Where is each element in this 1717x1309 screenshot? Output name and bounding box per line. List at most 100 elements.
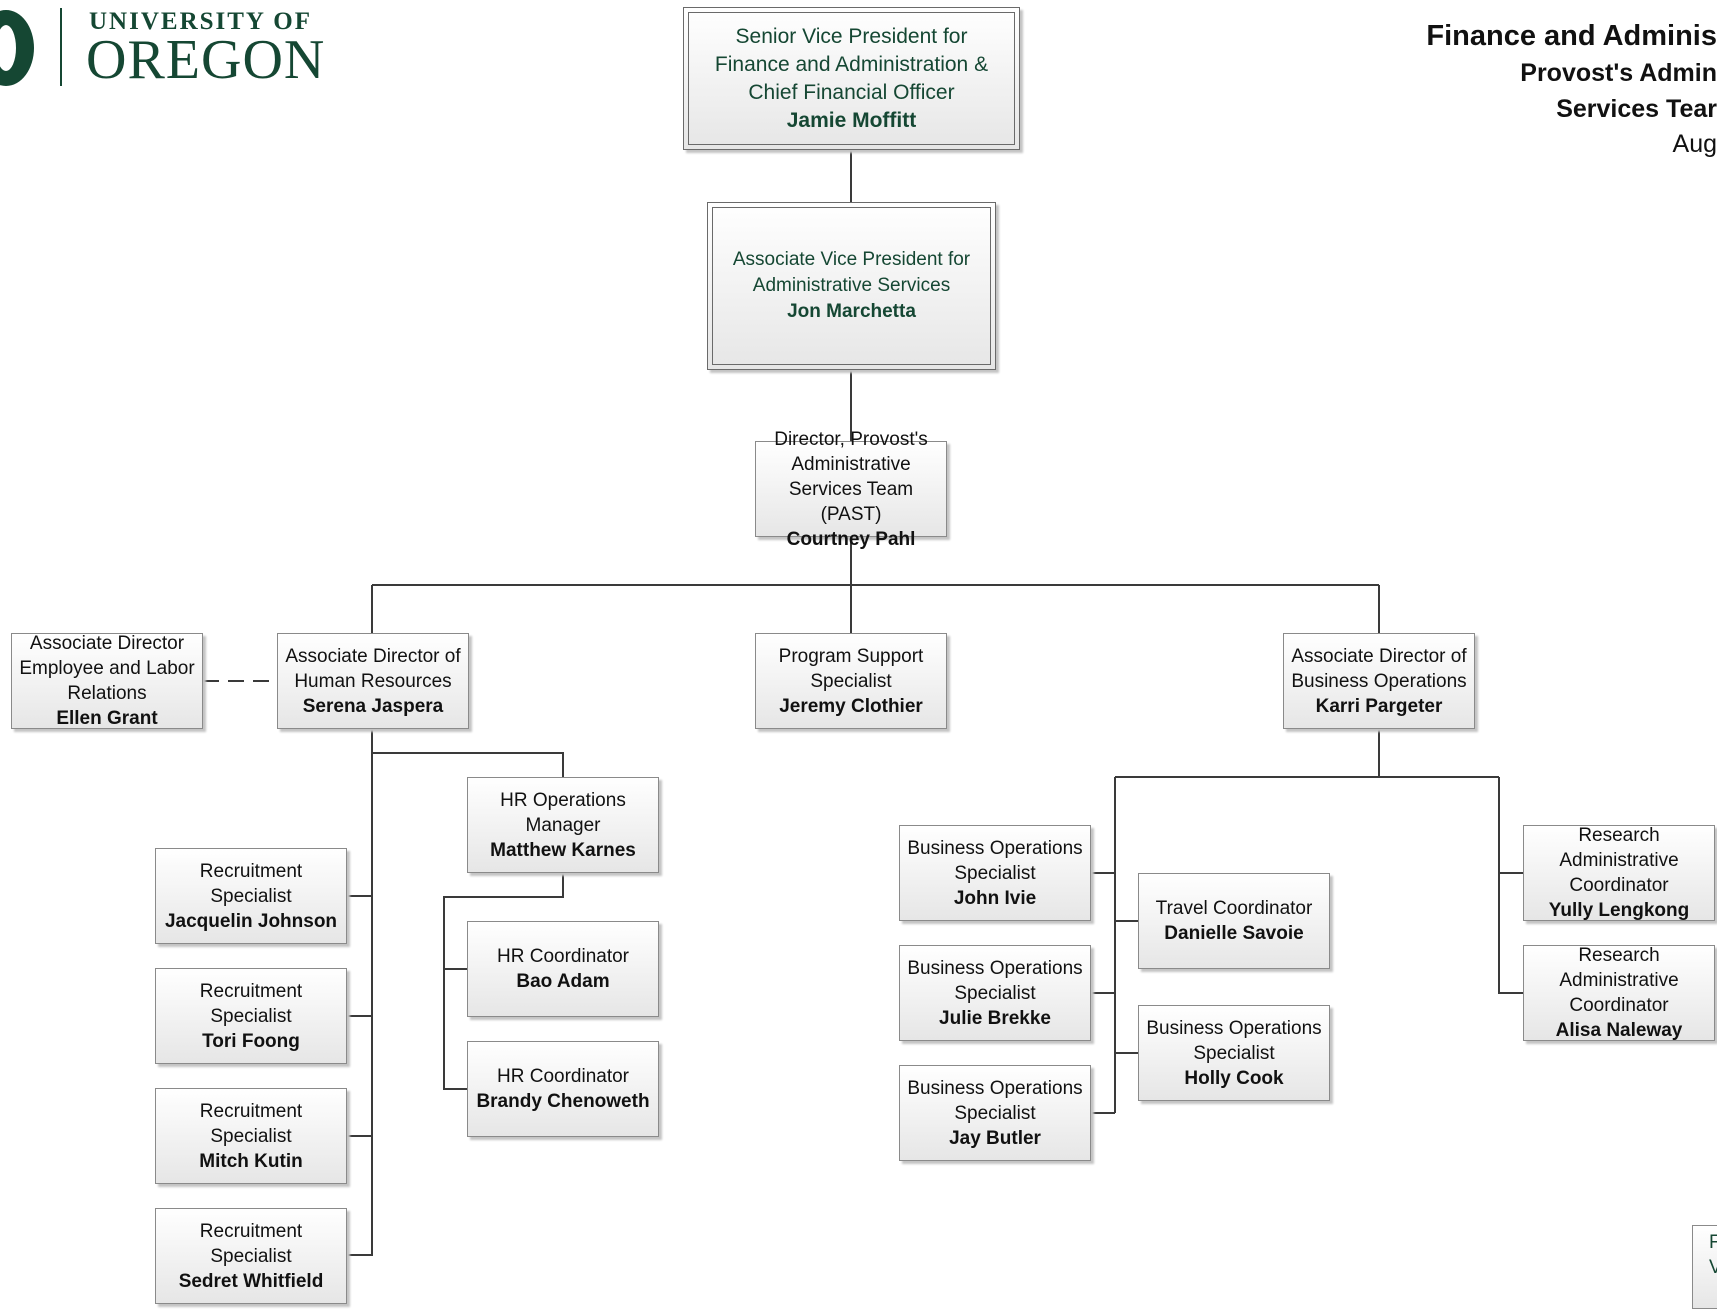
person-name: Danielle Savoie bbox=[1164, 923, 1304, 944]
university-o-logo-mark bbox=[0, 10, 34, 86]
position-title-line: Employee and Labor bbox=[19, 658, 195, 679]
connector-hr-trunk bbox=[347, 729, 373, 1256]
position-title-line: Specialist bbox=[210, 1005, 292, 1027]
org-box-biz-ad: Associate Director of Business Operations… bbox=[1283, 633, 1475, 729]
position-title-line: Business Operations bbox=[1146, 1017, 1322, 1039]
position-title-line: Research bbox=[1578, 825, 1660, 846]
position-title-line: Recruitment bbox=[199, 860, 303, 882]
position-title-line: Specialist bbox=[954, 982, 1036, 1004]
header-line-2: Provost's Admin bbox=[1520, 59, 1717, 87]
person-name: Jeremy Clothier bbox=[779, 695, 923, 717]
position-title-line: Business Operations bbox=[907, 957, 1083, 979]
person-name: Jon Marchetta bbox=[787, 301, 916, 322]
person-name: Karri Pargeter bbox=[1315, 695, 1443, 717]
position-title-line: Specialist bbox=[210, 885, 292, 907]
person-name: Holly Cook bbox=[1184, 1067, 1284, 1089]
position-title-line: HR Coordinator bbox=[497, 1066, 629, 1087]
partial-line-1: F bbox=[1709, 1232, 1717, 1253]
person-name: Sedret Whitfield bbox=[178, 1270, 324, 1292]
header-line-4: Aug bbox=[1672, 130, 1717, 158]
person-name: John Ivie bbox=[953, 887, 1037, 909]
position-title-line: Relations bbox=[67, 683, 147, 704]
header-line-1: Finance and Adminis bbox=[1426, 20, 1717, 52]
person-name: Mitch Kutin bbox=[199, 1150, 303, 1172]
position-title-line: Finance and Administration & bbox=[714, 52, 989, 76]
person-name: Matthew Karnes bbox=[490, 839, 636, 861]
person-name: Julie Brekke bbox=[939, 1007, 1051, 1029]
org-box-partial-offscreen: F V bbox=[1692, 1225, 1717, 1309]
position-title-line: Business Operations bbox=[907, 837, 1083, 859]
position-title-line: Administrative bbox=[791, 453, 911, 475]
position-title-line: Services Team (PAST) bbox=[788, 478, 914, 525]
position-title-line: Business Operations bbox=[907, 1077, 1083, 1099]
position-title-line: Program Support bbox=[778, 645, 924, 667]
position-title-line: Specialist bbox=[210, 1125, 292, 1147]
position-title-line: Coordinator bbox=[1569, 995, 1669, 1016]
person-name: Courtney Pahl bbox=[786, 528, 916, 550]
position-title-line: Associate Director of bbox=[1291, 645, 1467, 667]
person-name: Bao Adam bbox=[516, 971, 610, 992]
position-title-line: Specialist bbox=[810, 670, 892, 692]
logo-main-text: OREGON bbox=[86, 29, 326, 91]
position-title-line: Human Resources bbox=[294, 670, 452, 692]
position-title-line: Director, Provost's bbox=[774, 428, 928, 450]
position-title-line: Recruitment bbox=[199, 980, 303, 1002]
position-title-line: Specialist bbox=[954, 862, 1036, 884]
connector-hrops-trunk bbox=[443, 873, 564, 1090]
position-title-line: Chief Financial Officer bbox=[748, 80, 955, 104]
person-name: Brandy Chenoweth bbox=[476, 1091, 650, 1112]
position-title-line: Research bbox=[1578, 945, 1660, 966]
position-title-line: Specialist bbox=[210, 1245, 292, 1267]
logo-divider bbox=[60, 8, 62, 86]
position-title-line: Administrative bbox=[1559, 850, 1679, 871]
position-title-line: Travel Coordinator bbox=[1155, 898, 1313, 919]
person-name: Yully Lengkong bbox=[1548, 900, 1690, 921]
position-title-line: Administrative Services bbox=[752, 275, 951, 296]
chart-header: Finance and Adminis Provost's Admin Serv… bbox=[1426, 18, 1717, 161]
position-title-line: Administrative bbox=[1559, 970, 1679, 991]
person-name: Jay Butler bbox=[949, 1127, 1041, 1149]
position-title-line: Associate Director bbox=[29, 633, 185, 654]
position-title-line: Recruitment bbox=[199, 1100, 303, 1122]
partial-line-2: V bbox=[1709, 1257, 1717, 1278]
person-name: Jacquelin Johnson bbox=[164, 910, 338, 932]
connector-biz-right-trunk bbox=[1498, 777, 1523, 994]
position-title-line: Business Operations bbox=[1291, 670, 1467, 692]
position-title-line: Associate Vice President for bbox=[732, 249, 971, 270]
position-title-line: Coordinator bbox=[1569, 875, 1669, 896]
position-title-line: Manager bbox=[525, 814, 601, 836]
person-name: Alisa Naleway bbox=[1555, 1020, 1683, 1041]
position-title-line: Recruitment bbox=[199, 1220, 303, 1242]
person-name: Jamie Moffitt bbox=[786, 108, 917, 132]
logo-top-text: UNIVERSITY OF bbox=[89, 8, 313, 35]
person-name: Tori Foong bbox=[202, 1030, 300, 1052]
person-name: Ellen Grant bbox=[56, 708, 158, 729]
position-title-line: Specialist bbox=[954, 1102, 1036, 1124]
header-line-3: Services Tear bbox=[1556, 95, 1717, 123]
position-title-line: Associate Director of bbox=[285, 645, 461, 667]
position-title-line: Senior Vice President for bbox=[735, 24, 968, 48]
position-title-line: HR Coordinator bbox=[497, 946, 629, 967]
connector-hr-ops bbox=[372, 752, 564, 777]
